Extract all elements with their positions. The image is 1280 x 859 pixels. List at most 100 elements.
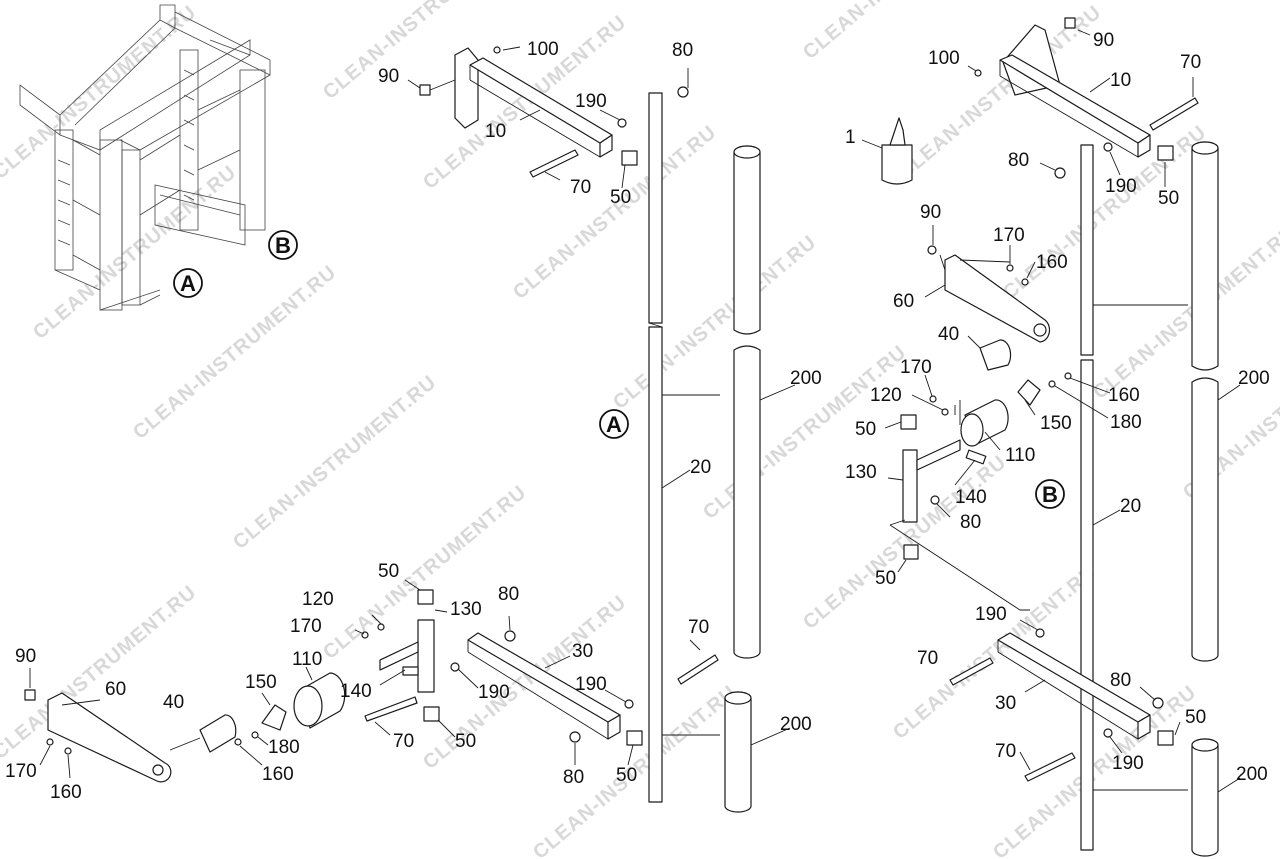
callout-80: 80 [960,512,981,533]
callout-80: 80 [563,767,584,788]
callout-190: 190 [478,682,510,703]
washer-170-a [361,631,369,639]
nut-80-bottom-a [569,731,581,743]
watermark: CLEAN-INSTRUMENT.RU [509,121,721,304]
cap-50-bottom-a [423,706,440,722]
screw-160-top-b [1021,278,1029,286]
plate-60-a [47,692,172,783]
callout-50: 50 [875,568,896,589]
callout-170: 170 [900,357,932,378]
callout-160: 160 [1036,252,1068,273]
svg-text:B: B [275,233,291,258]
washer-190-lower-a [450,662,460,672]
cap-50-bottom-mid-b [903,544,919,560]
cam-150-b [1017,379,1041,406]
washer-190-top-a [617,118,627,128]
callout-90: 90 [378,66,399,87]
pin-140-a [402,666,419,676]
callout-80: 80 [672,40,693,61]
bolt-70-top-a [529,149,579,178]
callout-20: 20 [690,457,711,478]
callouts-view-a: 100 80 90 190 10 70 50 200 20 50 120 170… [5,39,822,803]
callout-70: 70 [688,617,709,638]
washer-190-top-b [1103,142,1113,152]
screw-120-b [941,408,949,416]
cam-150-a [261,704,287,731]
callout-200: 200 [1238,368,1270,389]
callout-190: 190 [575,674,607,695]
knob-40-a [199,714,237,753]
callout-70: 70 [917,648,938,669]
callout-10: 10 [485,121,506,142]
callout-190: 190 [575,91,607,112]
view-b-assembly: B [861,17,1241,857]
callout-70: 70 [995,741,1016,762]
callout-1: 1 [845,127,856,148]
cap-50-upper-a [417,589,434,605]
washer-190-right-a [624,699,634,709]
callout-70: 70 [570,177,591,198]
callout-50: 50 [855,419,876,440]
post-20-upper [648,92,663,324]
cap-50-top-a [621,150,638,166]
post-20-upper-b [1080,144,1094,356]
callout-200: 200 [790,368,822,389]
washer-180-b [1048,380,1056,388]
bolt-70-left-a [364,696,418,722]
watermark: CLEAN-INSTRUMENT.RU [609,231,821,414]
callout-50: 50 [378,561,399,582]
callout-90: 90 [920,202,941,223]
callout-190: 190 [1105,176,1137,197]
callout-40: 40 [163,692,184,713]
callout-100: 100 [928,48,960,69]
view-mark-b: B [1035,479,1065,509]
callout-150: 150 [245,672,277,693]
view-mark-a-overview: A [173,268,203,298]
screw-100-b [974,69,982,77]
callout-50: 50 [455,731,476,752]
pipe-200-short [724,691,752,813]
cap-50-lower-b [1157,730,1174,746]
nut-80-top-a [677,86,689,98]
bolt-70-mid-b [949,657,994,686]
pin-140-b [965,449,987,465]
callout-120: 120 [870,385,902,406]
plate-60-b [944,254,1051,343]
callout-80: 80 [1110,670,1131,691]
callout-170: 170 [5,761,37,782]
bolt-70-bottom-b [1024,752,1076,782]
view-a-assembly: A [24,46,796,813]
watermark: CLEAN-INSTRUMENT.RU [129,261,341,444]
callout-140: 140 [340,681,372,702]
callout-120: 120 [302,589,334,610]
callout-20: 20 [1120,496,1141,517]
upper-bracket-plate [454,47,479,129]
callout-110: 110 [1005,445,1035,466]
nut-80-mid-b [930,495,940,505]
svg-text:A: A [180,271,196,296]
screw-90-a [419,84,431,96]
washer-190-bottom-b [1103,728,1113,738]
callout-190: 190 [975,604,1007,625]
watermark: CLEAN-INSTRUMENT.RU [989,681,1201,859]
callout-10: 10 [1110,70,1131,91]
screw-160-mid-b [1064,372,1072,380]
callout-110: 110 [292,649,322,670]
callout-40: 40 [938,324,959,345]
screw-100-a [493,46,501,54]
nut-80-top-b [1054,167,1066,179]
callout-80: 80 [1008,150,1029,171]
callout-70: 70 [393,731,414,752]
washer-180-a [251,731,259,739]
bolt-70-right-a [677,654,719,685]
screw-90-top-b [1064,17,1076,29]
callout-50: 50 [616,765,637,786]
callout-140: 140 [955,487,987,508]
callout-170: 170 [993,225,1025,246]
screw-120-a [377,623,385,631]
watermark: CLEAN-INSTRUMENT.RU [799,0,1011,64]
callout-200: 200 [1236,764,1268,785]
callout-100: 100 [527,39,559,60]
nut-80-lower-b [1152,697,1164,709]
oil-bottle-1 [881,144,913,185]
